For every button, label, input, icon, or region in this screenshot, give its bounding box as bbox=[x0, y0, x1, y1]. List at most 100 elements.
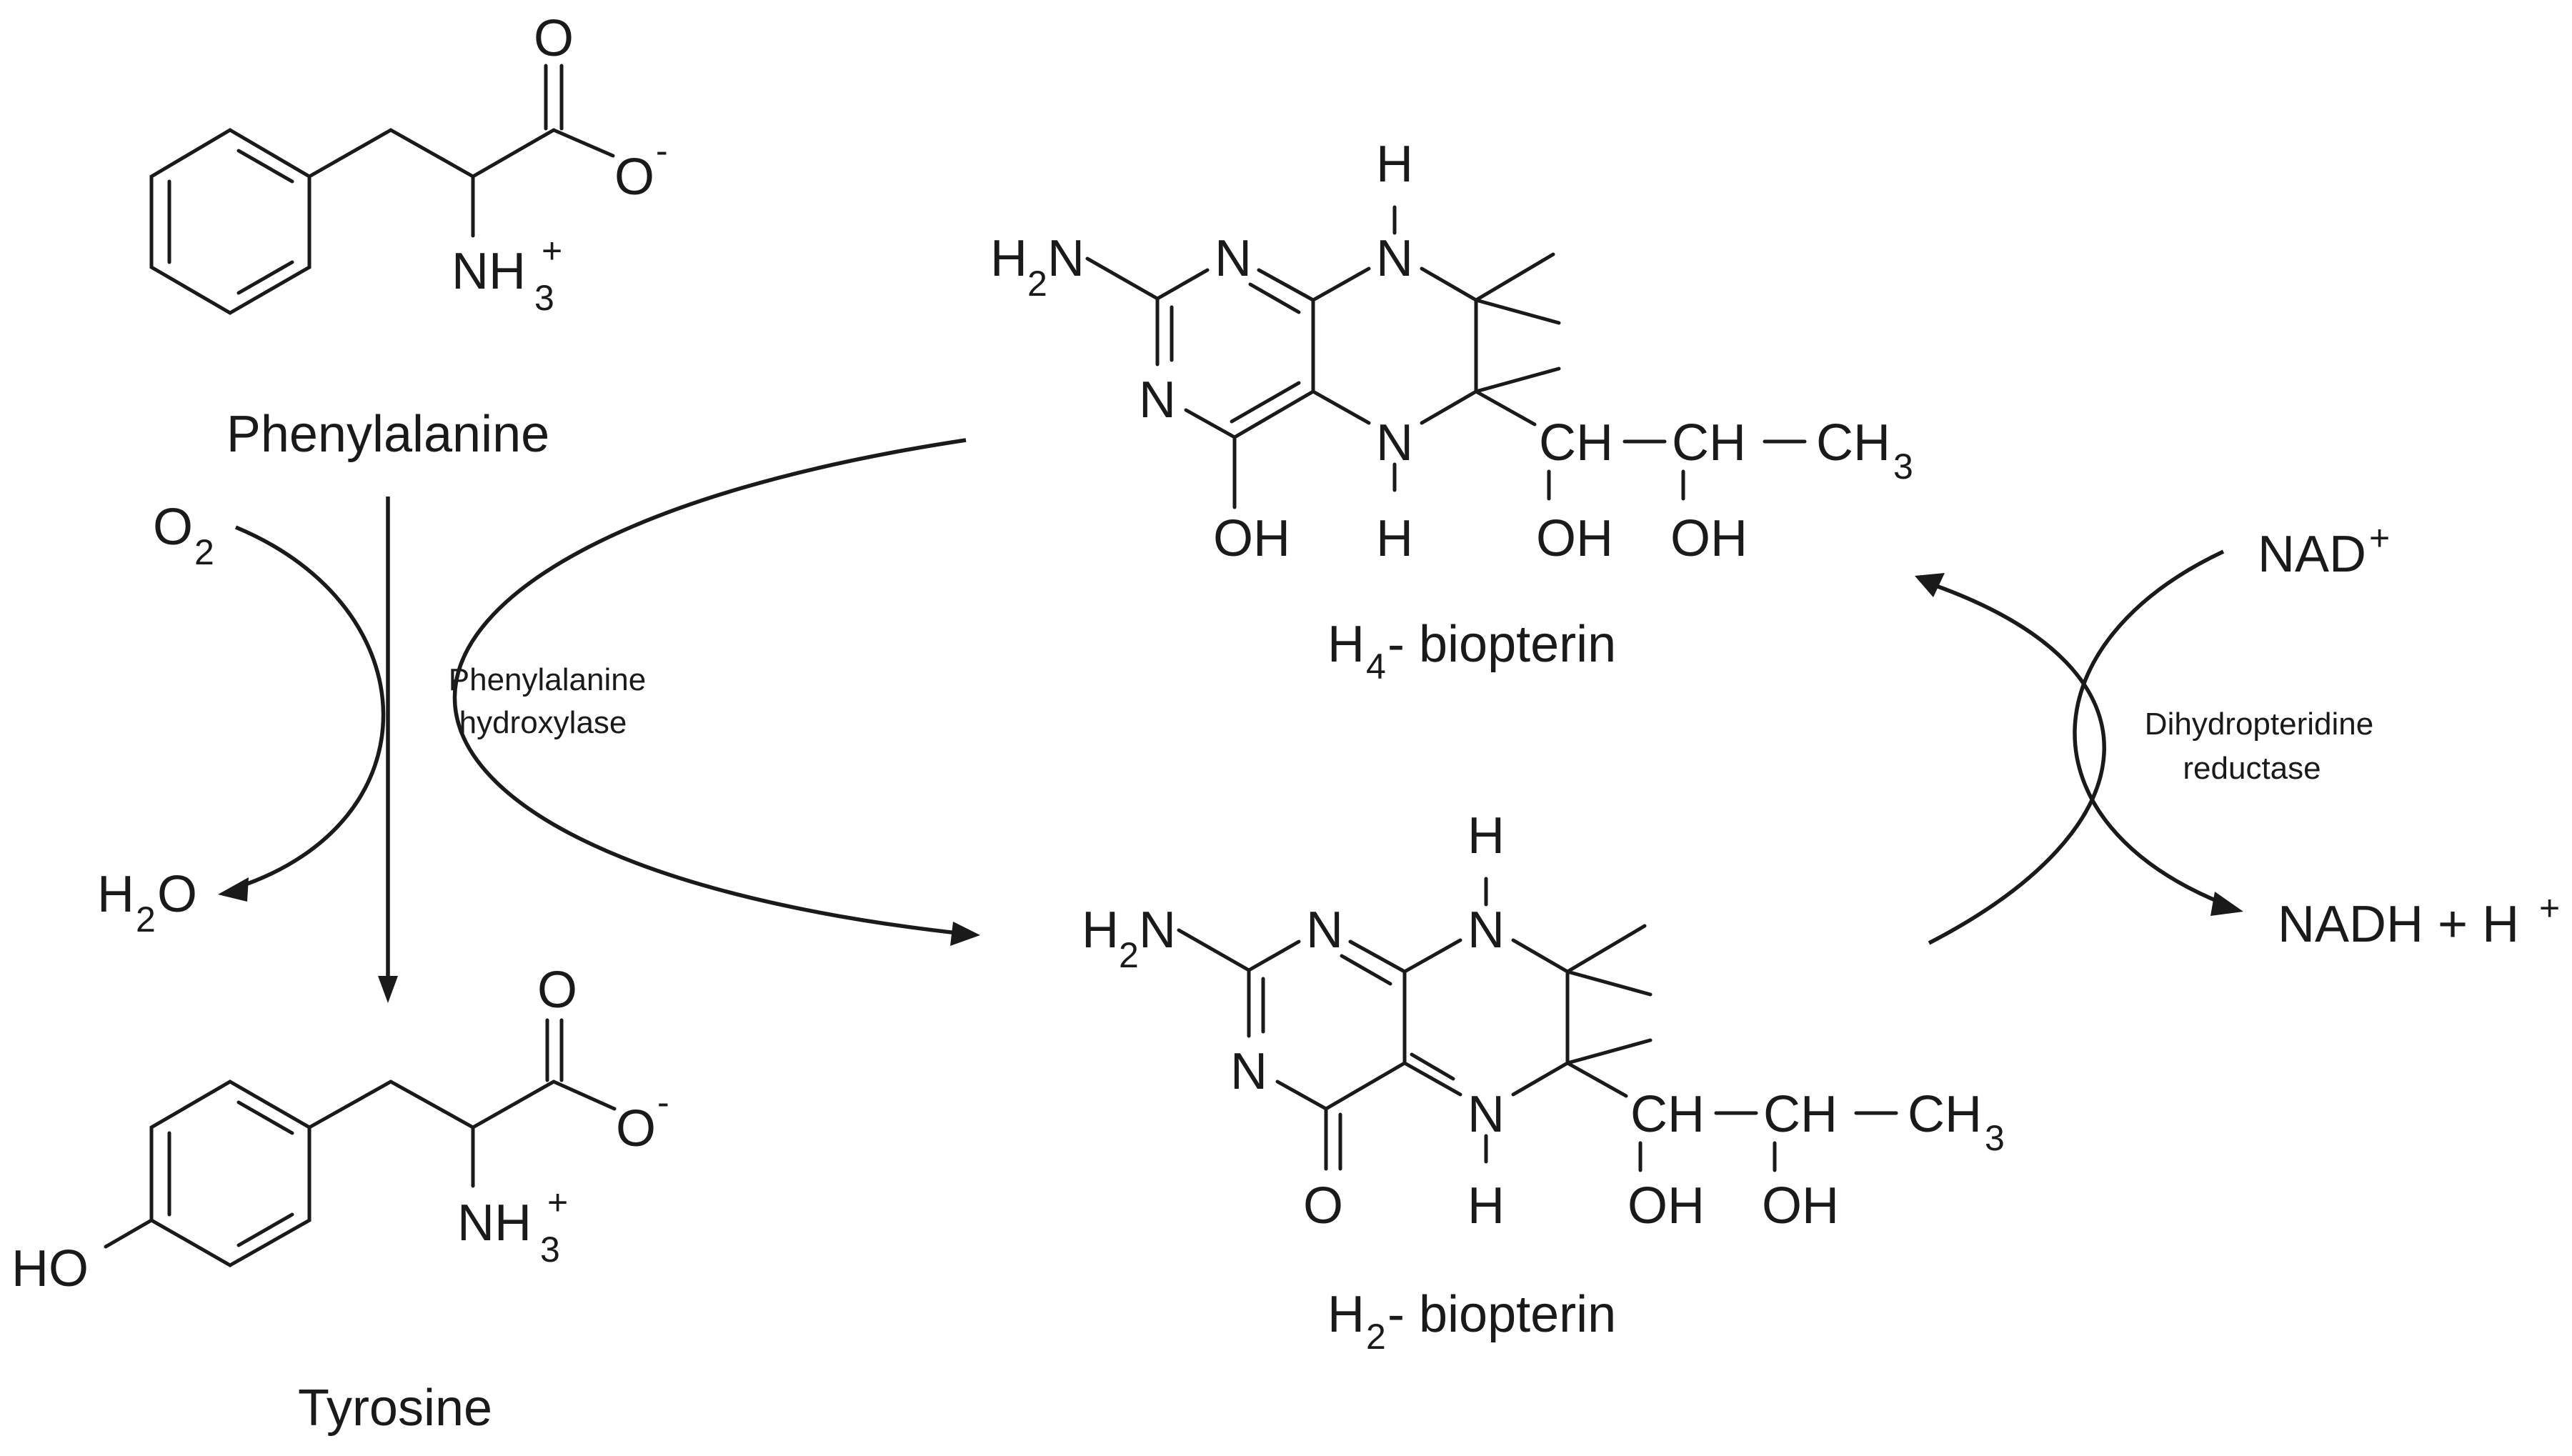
nad-text: NAD bbox=[2258, 526, 2366, 583]
nadh-label: NADH + H + bbox=[2278, 888, 2560, 953]
h2-ch-2: CH bbox=[1763, 1086, 1838, 1143]
h2-n1: N bbox=[1230, 1043, 1267, 1100]
nad-plus: + bbox=[2369, 518, 2390, 558]
h2-n8-h: H bbox=[1467, 807, 1505, 864]
h4-bond-c6-n5 bbox=[1420, 389, 1478, 425]
tyr-bond-ch2 bbox=[307, 1079, 393, 1130]
h2-bond-n5-c8a bbox=[1402, 1061, 1462, 1097]
nadh-plus: + bbox=[2539, 888, 2560, 928]
h4-bond-n3-c4a bbox=[1257, 268, 1315, 302]
o2-o: O bbox=[153, 499, 193, 556]
phe-to-tyr-arrowhead bbox=[378, 976, 398, 1003]
h4-c4-oh: OH bbox=[1213, 510, 1290, 567]
h2-bond-c2-n3 bbox=[1247, 939, 1301, 972]
dihydropteridine-reductase-label: Dihydropteridine reductase bbox=[2145, 707, 2373, 786]
h2-bond-n8-c7 bbox=[1511, 938, 1570, 974]
h4-h2n-h: H bbox=[990, 230, 1027, 287]
h4-methyl-1 bbox=[1474, 252, 1555, 302]
phe-hydroxylase-line2: hydroxylase bbox=[459, 705, 627, 740]
tyr-amine-sub: 3 bbox=[540, 1230, 560, 1270]
phe-amine-plus: + bbox=[542, 231, 562, 271]
h4-biopterin-name: H 4 - biopterin bbox=[1327, 616, 1616, 687]
h2-ch3: CH bbox=[1908, 1086, 1982, 1143]
h2-to-h4-biopterin-arrowhead bbox=[1915, 573, 1945, 597]
o2-to-h2o-arrow bbox=[234, 525, 386, 889]
h2o-label: H 2 O bbox=[97, 866, 197, 939]
tyr-bond-carboxyl bbox=[471, 1079, 556, 1130]
h2-biopterin-name: H 2 - biopterin bbox=[1327, 1286, 1616, 1357]
h2-bond-n3-c4a bbox=[1348, 939, 1407, 974]
h2o-sub: 2 bbox=[136, 899, 156, 939]
h2-bond-sidechain bbox=[1565, 1061, 1628, 1098]
h2-sidechain-oh-2: OH bbox=[1762, 1177, 1839, 1235]
h2-n3: N bbox=[1306, 902, 1343, 959]
nadh-text: NADH + H bbox=[2278, 896, 2519, 953]
tyr-ring-double-bond-2 bbox=[236, 1212, 294, 1247]
h2-name-suffix: - biopterin bbox=[1387, 1286, 1616, 1343]
h4-bond-sidechain bbox=[1474, 389, 1537, 427]
h2-to-h4-biopterin-arrow bbox=[1928, 584, 2106, 945]
tyr-amine-plus: + bbox=[547, 1182, 568, 1222]
tyr-bond-calpha bbox=[389, 1079, 475, 1130]
h4-bond-c4a-n8 bbox=[1311, 266, 1371, 302]
h4-h2n-sub: 2 bbox=[1027, 264, 1047, 304]
tyr-carboxylate-o: O bbox=[616, 1100, 656, 1157]
phenylalanine-structure: O O - NH 3 + bbox=[149, 10, 668, 318]
tyr-ring-double-bond-1 bbox=[236, 1100, 294, 1135]
h2-ch-1: CH bbox=[1630, 1086, 1705, 1143]
h2-name-sub: 2 bbox=[1366, 1317, 1386, 1357]
h4-to-h2-biopterin-arrow bbox=[452, 438, 967, 935]
h4-bond-c2-n2nh2 bbox=[1085, 256, 1160, 301]
phenylalanine-benzene-ring bbox=[149, 128, 311, 315]
phe-amine-nh: NH bbox=[452, 243, 526, 300]
h2o-o: O bbox=[157, 866, 197, 923]
h4-bond-c8a-c4-double bbox=[1230, 381, 1301, 424]
phe-bond-ch2 bbox=[307, 128, 393, 179]
tyr-bond-hydroxyl bbox=[104, 1218, 154, 1249]
phe-bond-calpha bbox=[389, 128, 475, 179]
nad-to-nadh-arrow bbox=[2073, 549, 2225, 905]
h2-h2n-n: N bbox=[1139, 902, 1176, 959]
h4-ch3-sub: 3 bbox=[1893, 447, 1913, 487]
h2-c4-o: O bbox=[1303, 1177, 1343, 1235]
h2-methyl-1 bbox=[1565, 924, 1647, 974]
phe-ring-double-bond-1 bbox=[236, 149, 294, 184]
h2-h2n-sub: 2 bbox=[1119, 935, 1139, 975]
h2-bond-c6-n5 bbox=[1511, 1061, 1570, 1097]
h2-bond-c4a-n8 bbox=[1402, 938, 1462, 974]
o2-to-h2o-arrowhead bbox=[218, 877, 249, 902]
h4-ch3: CH bbox=[1816, 414, 1890, 472]
h4-n8: N bbox=[1376, 230, 1413, 287]
h4-bond-c4-n1 bbox=[1184, 408, 1237, 439]
h4-name-suffix: - biopterin bbox=[1387, 616, 1616, 673]
o2-sub: 2 bbox=[194, 532, 214, 572]
h2-n5-h: H bbox=[1467, 1177, 1505, 1235]
h4-bond-n5-c8a bbox=[1311, 389, 1371, 425]
tyr-minus-charge: - bbox=[657, 1082, 669, 1122]
h4-bond-c8a-c4 bbox=[1232, 389, 1315, 439]
phe-hydroxylase-line1: Phenylalanine bbox=[449, 662, 646, 697]
h4-n5-h: H bbox=[1376, 510, 1413, 567]
h4-n3: N bbox=[1215, 230, 1252, 287]
phenylalanine-name: Phenylalanine bbox=[226, 406, 549, 463]
h2-sidechain-oh-1: OH bbox=[1628, 1177, 1705, 1235]
h2-methyl-2 bbox=[1565, 969, 1653, 997]
tyrosine-name: Tyrosine bbox=[298, 1380, 492, 1437]
phe-bond-carboxyl bbox=[471, 128, 556, 179]
h2-biopterin-structure: H 2 N N N N H N H O CH CH CH 3 OH OH bbox=[1082, 807, 2005, 1235]
h4-ch-1: CH bbox=[1539, 414, 1613, 472]
h4-sidechain-oh-1: OH bbox=[1536, 510, 1613, 567]
h4-name-h: H bbox=[1327, 616, 1365, 673]
phe-carboxylate-o: O bbox=[614, 149, 654, 206]
h4-name-sub: 4 bbox=[1366, 647, 1386, 687]
h2-bond-c8a-c4 bbox=[1324, 1061, 1407, 1111]
h4-bond-n3-c4a-double bbox=[1248, 282, 1301, 314]
tyr-amine-nh: NH bbox=[457, 1195, 532, 1252]
h2-n8: N bbox=[1467, 902, 1505, 959]
tyrosine-structure: O O - NH 3 + HO bbox=[11, 962, 669, 1297]
h2-n5: N bbox=[1467, 1086, 1505, 1143]
h2-h2n-h: H bbox=[1082, 902, 1119, 959]
h4-ch-2: CH bbox=[1672, 414, 1746, 472]
dhpr-line1: Dihydropteridine bbox=[2145, 707, 2373, 742]
